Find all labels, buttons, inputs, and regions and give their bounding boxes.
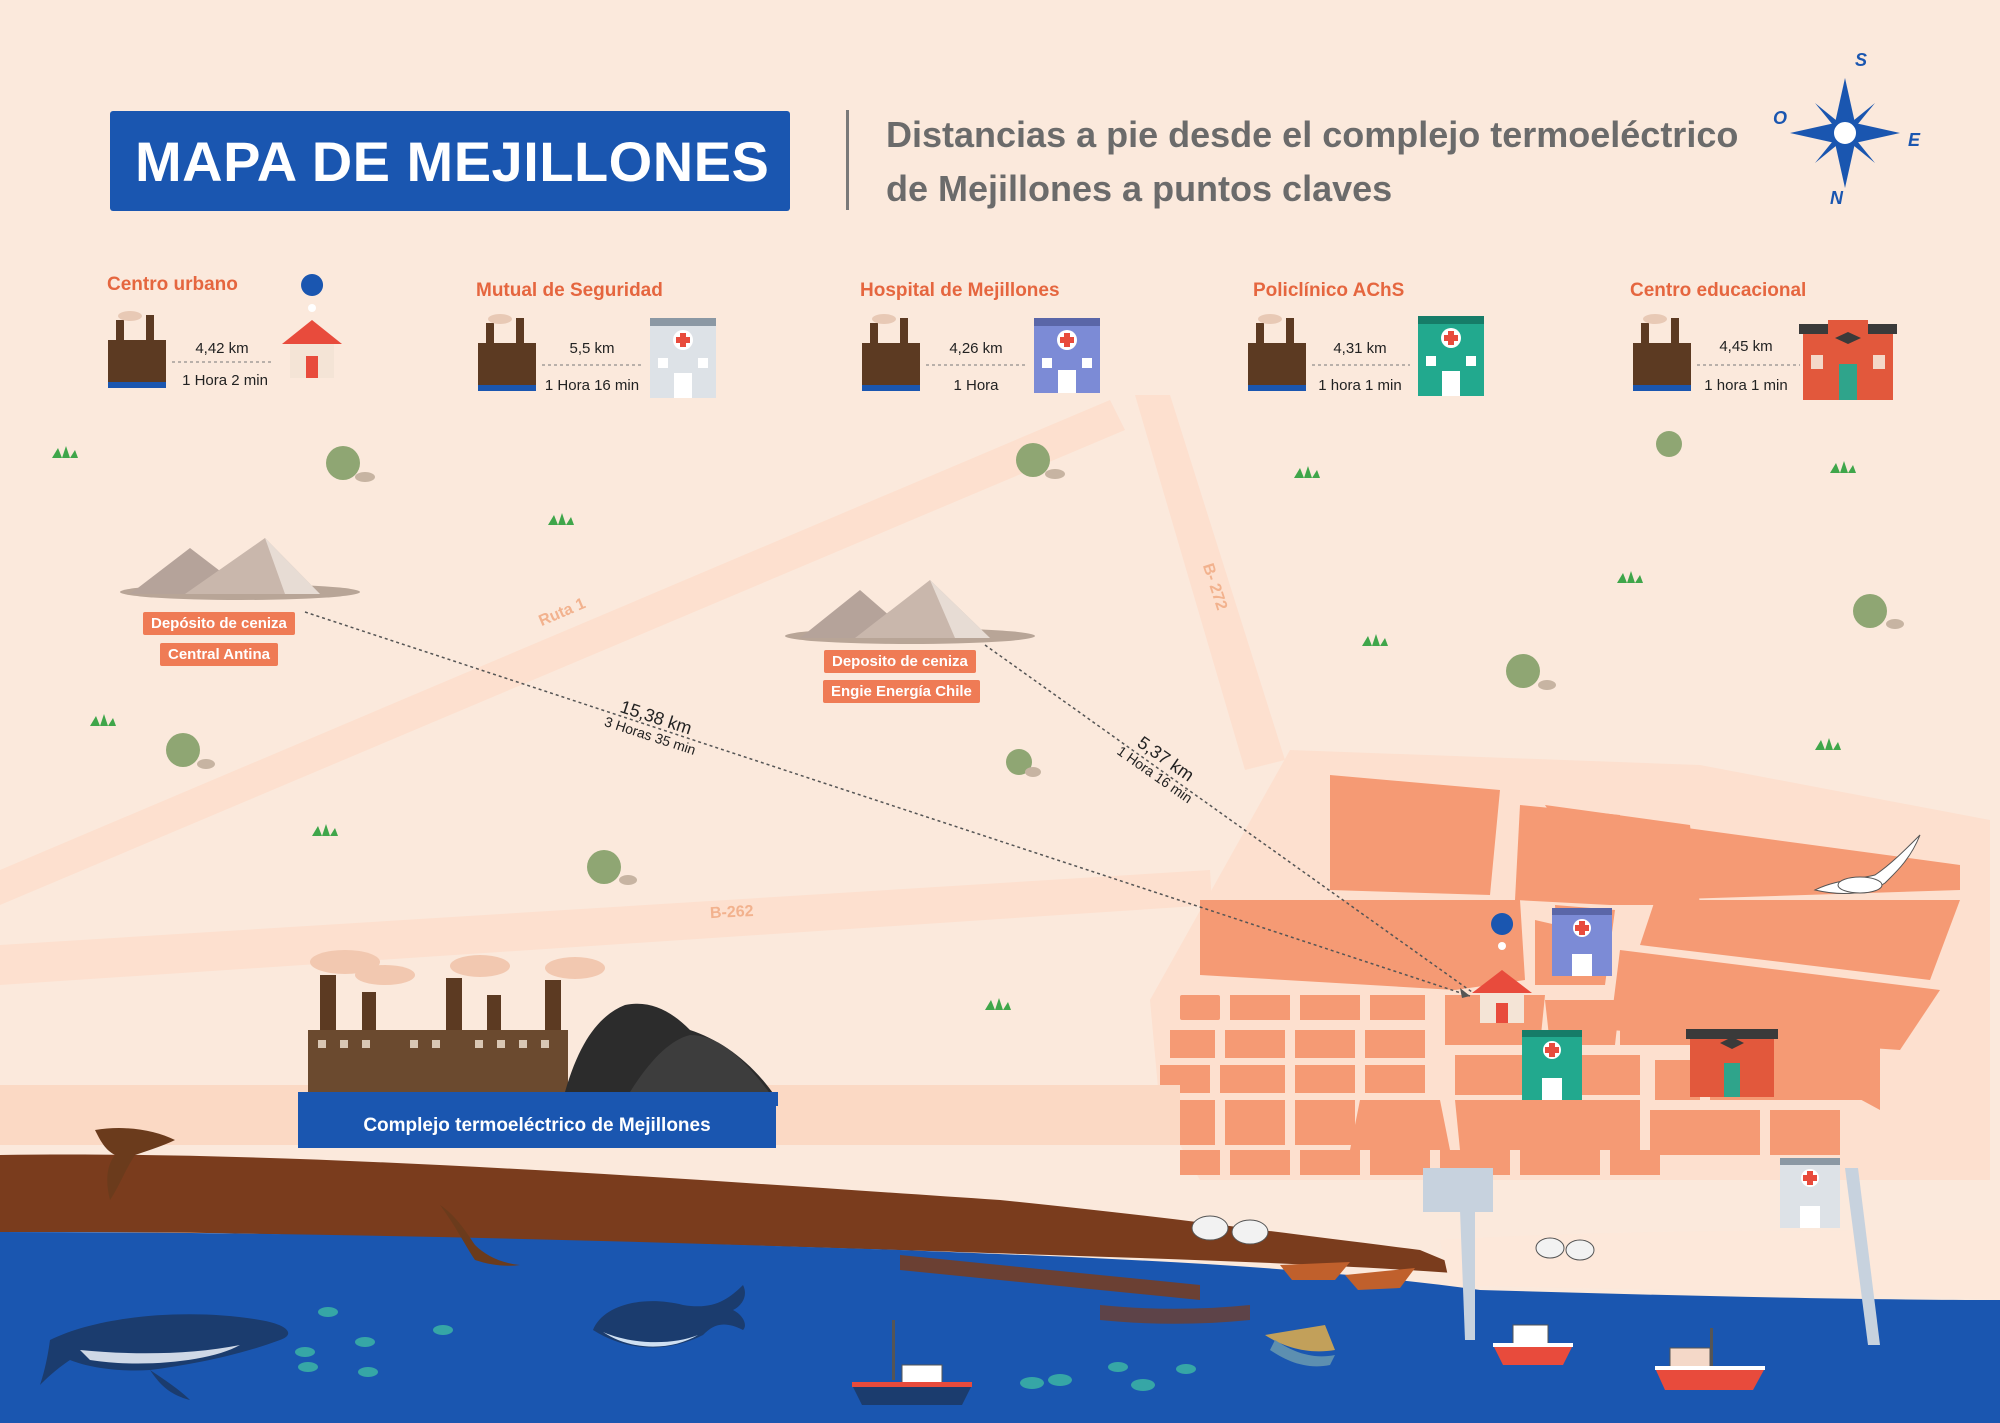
road-ruta1 [0,400,1125,905]
destination-name: Policlínico AChS [1253,280,1405,301]
route-lines [304,611,1473,997]
hospital-gray-icon [650,318,716,398]
rowboats-icon [1280,1262,1415,1290]
title-divider [846,110,849,210]
ash-deposit-central-antina [120,538,360,600]
destination-time: 1 hora 1 min [1318,377,1402,394]
city-clinic-green-icon [1522,1030,1582,1100]
humpback-whale-icon [40,1314,289,1400]
seagulls-group-icon [1191,1215,1595,1261]
destination-name: Mutual de Seguridad [476,280,663,301]
city-hospital-gray-icon [1780,1158,1840,1228]
seagull-flying-icon [1813,834,1921,895]
title-banner: MAPA DE MEJILLONES [110,111,790,211]
beach [0,1154,1480,1275]
sunk-boat-icon [1265,1325,1335,1367]
destination-time: 1 Hora 2 min [182,372,268,389]
destination-time: 1 hora 1 min [1704,377,1788,394]
destination-name: Centro educacional [1630,280,1807,301]
destination-distance: 4,26 km [949,340,1003,357]
page-subtitle: Distancias a pie desde el complejo termo… [886,114,1739,209]
ash-deposit-owner-tag: Central Antina [160,643,278,666]
brown-bird-icon [95,1128,175,1200]
destination-distance: 4,31 km [1333,340,1387,357]
destination-distance: 4,42 km [195,340,249,357]
city-school-icon [1686,1029,1778,1097]
factory-icons [108,311,1691,391]
sea [0,1232,2000,1423]
whale-icon [593,1285,745,1348]
hospital-purple-icon [1034,318,1100,393]
city-house-icon [1472,913,1532,1023]
ash-deposit-tag: Deposito de ceniza [824,650,976,673]
school-icon [1799,320,1897,400]
road-b272 [1135,395,1285,770]
red-boat-2-icon [1655,1328,1765,1390]
destination-time: 1 Hora [953,377,999,394]
complex-label: Complejo termoeléctrico de Mejillones [298,1104,776,1148]
ash-deposit-owner-tag: Engie Energía Chile [823,680,980,703]
destination-time: 1 Hora 16 min [544,377,640,394]
fish-icons [295,1307,1196,1391]
desert-decor [52,431,1904,1010]
piers [1423,1168,1880,1345]
road-label-b262: B-262 [709,902,754,923]
destination-name: Centro urbano [107,274,238,295]
ash-deposit-tag: Depósito de ceniza [143,612,295,635]
compass-east-label: E [1908,130,1921,150]
compass-north-label: N [1830,188,1843,208]
compass-rose-icon [1790,78,1900,188]
city-hospital-purple-icon [1552,908,1612,976]
destination-distance: 4,45 km [1719,338,1773,355]
house-pin-icon [282,274,342,378]
thermoelectric-complex [298,950,778,1106]
destination-distance: 5,5 km [569,340,615,357]
road-b262 [0,870,1212,985]
destination-name: Hospital de Mejillones [860,280,1060,301]
fishing-boat-icon [852,1320,972,1405]
clinic-green-icon [1418,316,1484,396]
compass-south-label: S [1855,50,1868,70]
brown-bird-2-icon [440,1205,520,1266]
page-title: MAPA DE MEJILLONES [135,130,770,193]
compass-west-label: O [1773,108,1788,128]
ash-deposit-engie [785,580,1035,644]
red-boat-icon [1493,1324,1573,1365]
